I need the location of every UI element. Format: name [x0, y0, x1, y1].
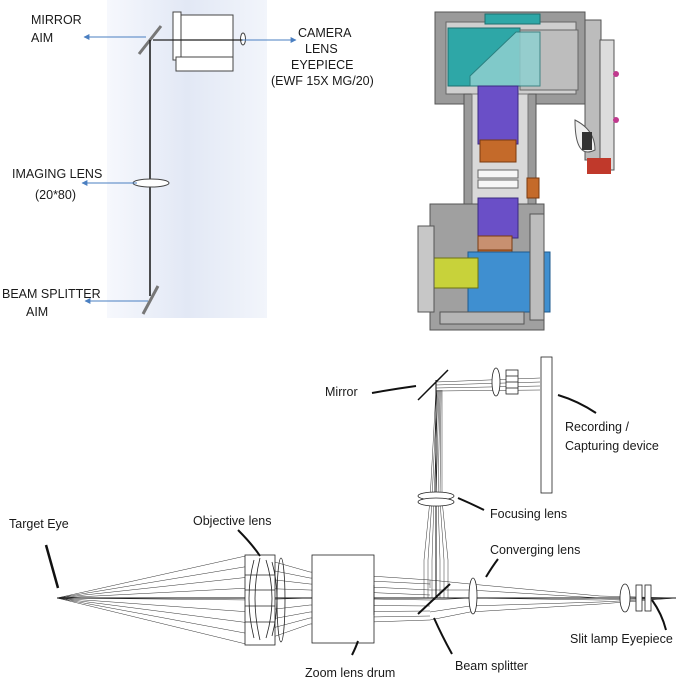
eyepiece-tube — [175, 56, 234, 72]
eyepiece-label-line2: (EWF 15X MG/20) — [271, 74, 374, 88]
recording-label-line2: Capturing device — [565, 439, 659, 453]
imaging-label-line1: IMAGING LENS — [12, 167, 102, 181]
mirror-label-line2: AIM — [31, 31, 53, 45]
recording-label-line1: Recording / — [565, 420, 629, 434]
right-lower-flange — [529, 213, 545, 321]
beam-splitter — [417, 583, 451, 615]
focusing-label: Focusing lens — [490, 507, 567, 521]
leader-objective — [237, 529, 261, 557]
beam-splitter-label: Beam splitter — [455, 659, 528, 673]
top-ray-bundle — [435, 377, 541, 392]
leader-slitlamp — [651, 599, 667, 631]
splitter-label-line2: AIM — [26, 305, 48, 319]
camera-lens-front — [172, 11, 182, 61]
purple-lens-lower — [477, 197, 519, 239]
converging-lens — [468, 577, 478, 615]
orange-screw — [526, 177, 540, 199]
leader-mirror — [371, 385, 417, 394]
white-lens-1 — [477, 169, 519, 179]
orange-lens-lower — [477, 235, 513, 251]
teal-block-top — [484, 13, 541, 25]
leader-beamsplitter — [433, 617, 453, 655]
magenta-screw-2 — [613, 117, 619, 123]
zoom-label: Zoom lens drum — [305, 666, 395, 680]
bottom-optical-schematic: Mirror Recording / Capturing device Focu… — [9, 356, 677, 680]
leader-focusing — [457, 497, 485, 511]
dark-knob — [582, 132, 592, 150]
splitter-label-line1: BEAM SPLITTER — [2, 287, 101, 301]
purple-lens-upper — [477, 85, 519, 145]
objective-lens — [244, 554, 286, 646]
objective-label: Objective lens — [193, 514, 272, 528]
mirror-label: Mirror — [325, 385, 358, 399]
eyepiece-label-line1: EYEPIECE — [291, 58, 354, 72]
mirror-wedge — [469, 31, 541, 87]
slit-lamp-label: Slit lamp Eyepiece — [570, 632, 673, 646]
red-part — [587, 158, 611, 174]
bottom-plate — [439, 311, 525, 325]
imaging-label-line2: (20*80) — [35, 188, 76, 202]
camera-lens-body — [175, 14, 234, 58]
zoom-lens-drum — [311, 554, 375, 644]
converging-label: Converging lens — [490, 543, 580, 557]
target-eye-marker — [44, 544, 60, 589]
mirror — [417, 369, 449, 401]
imaging-lens — [132, 178, 170, 188]
leader-lines — [237, 385, 667, 656]
left-flange — [417, 225, 435, 313]
orange-ring — [479, 139, 517, 163]
magenta-screw-1 — [613, 71, 619, 77]
cad-cross-section — [417, 11, 619, 331]
mirror-label-line1: MIRROR — [31, 13, 82, 27]
top-left-schematic: MIRROR AIM CAMERA LENS EYEPIECE (EWF 15X… — [2, 0, 374, 319]
leader-converging — [485, 558, 499, 578]
recording-lens-group — [491, 367, 519, 397]
yellow-cylinder — [431, 257, 479, 289]
eyepiece-small-lens — [240, 32, 246, 46]
camera-label-line1: CAMERA — [298, 26, 352, 40]
focusing-lens — [417, 491, 455, 507]
white-lens-2 — [477, 179, 519, 189]
beam-splitter-element — [141, 285, 160, 315]
leader-recording — [557, 394, 597, 414]
leader-zoom — [351, 640, 359, 656]
recording-device — [540, 356, 553, 494]
target-eye-label: Target Eye — [9, 517, 69, 531]
slit-lamp-eyepiece — [619, 583, 652, 613]
camera-label-line2: LENS — [305, 42, 338, 56]
right-flange-outer — [599, 39, 615, 171]
